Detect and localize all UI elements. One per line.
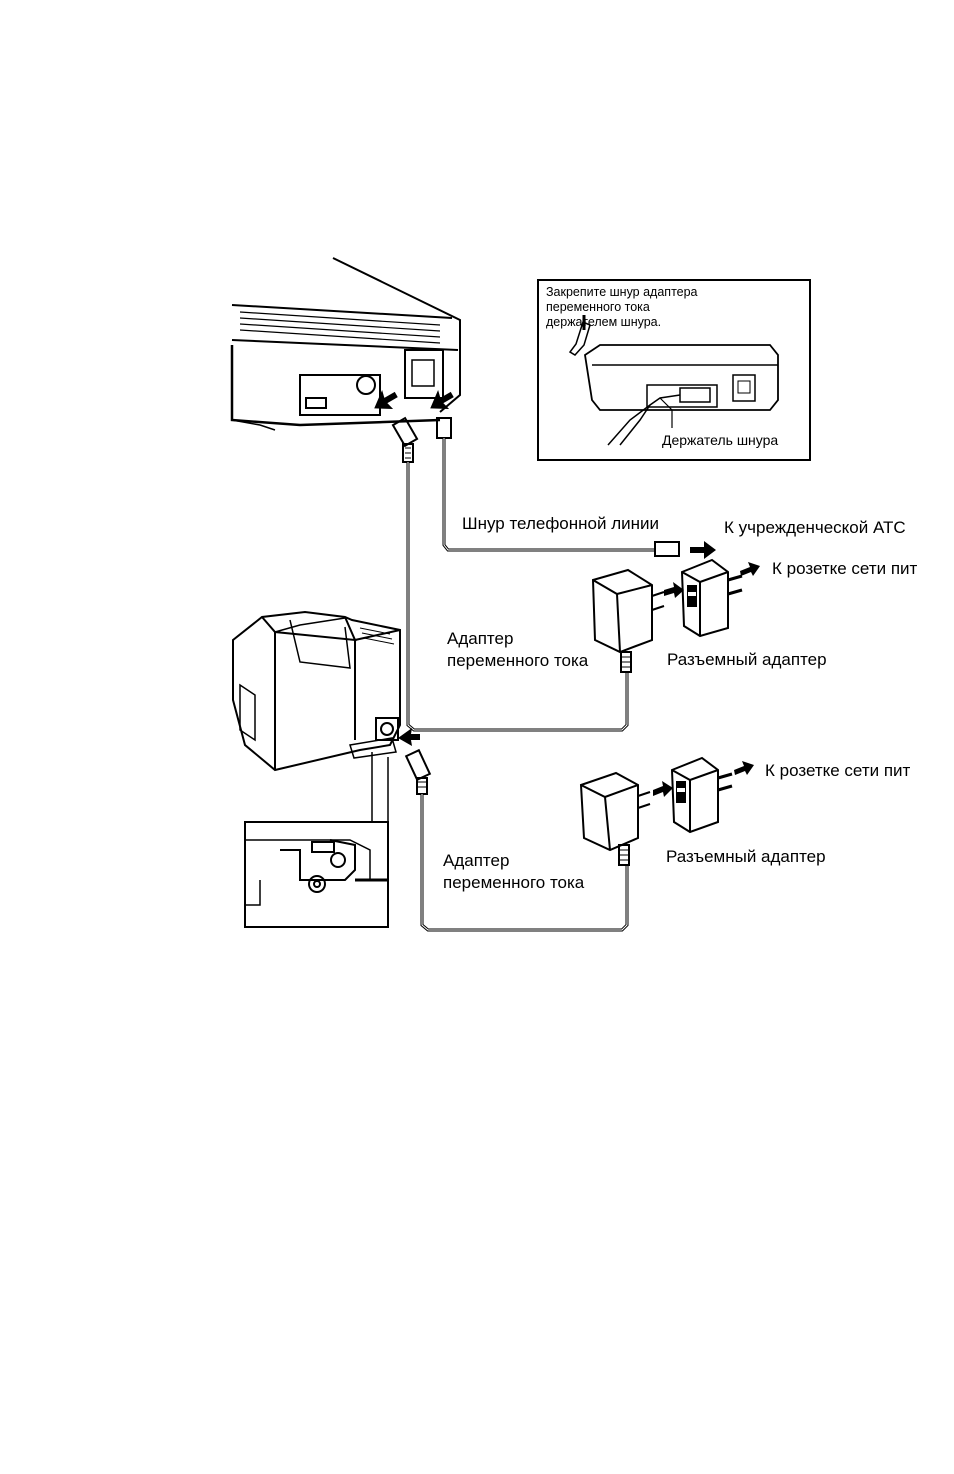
ac-adapter-1-label-line: переменного тока — [447, 650, 588, 672]
outlet-arrow-2 — [734, 761, 754, 775]
ac-adapter-2-label-line: переменного тока — [443, 872, 584, 894]
inset-caption-line: держателем шнура. — [546, 315, 698, 330]
plug-adapter-1-label: Разъемный адаптер — [667, 649, 827, 671]
cord-holder-label: Держатель шнура — [662, 429, 778, 451]
line-cord-modular-plug — [655, 542, 679, 556]
plug-arrow-1 — [664, 582, 684, 598]
pbx-arrow — [690, 541, 716, 559]
plug-arrow-2 — [653, 781, 673, 797]
inset-caption-line: переменного тока — [546, 300, 698, 315]
base-unit-illustration — [232, 258, 460, 430]
plug-adapter-1-illustration — [682, 560, 742, 636]
charger-dc-plug — [406, 750, 430, 794]
plug-adapter-2-label: Разъемный адаптер — [666, 846, 826, 868]
ac-adapter-2-illustration — [581, 773, 650, 865]
outlet-label-1: К розетке сети пит — [772, 558, 954, 580]
inset-caption: Закрепите шнур адаптера переменного тока… — [546, 285, 698, 330]
plug-in-arrows-base — [368, 385, 458, 417]
ac-adapter-1-label-line: Адаптер — [447, 628, 588, 650]
pbx-label: К учрежденческой АТС — [724, 517, 906, 539]
ac-adapter-1-illustration — [593, 570, 664, 672]
plug-adapter-2-illustration — [672, 758, 732, 832]
base-dc-plug — [393, 418, 417, 462]
outlet-label-2: К розетке сети пит — [765, 760, 954, 782]
ac-adapter-1-label: Адаптер переменного тока — [447, 628, 588, 672]
charger-hook-detail — [245, 752, 388, 927]
telephone-line-cord-label: Шнур телефонной линии — [462, 513, 659, 535]
outlet-arrow-1 — [740, 562, 760, 576]
ac-adapter-2-label: Адаптер переменного тока — [443, 850, 584, 894]
ac-adapter-2-label-line: Адаптер — [443, 850, 584, 872]
charger-illustration — [233, 612, 400, 770]
inset-caption-line: Закрепите шнур адаптера — [546, 285, 698, 300]
